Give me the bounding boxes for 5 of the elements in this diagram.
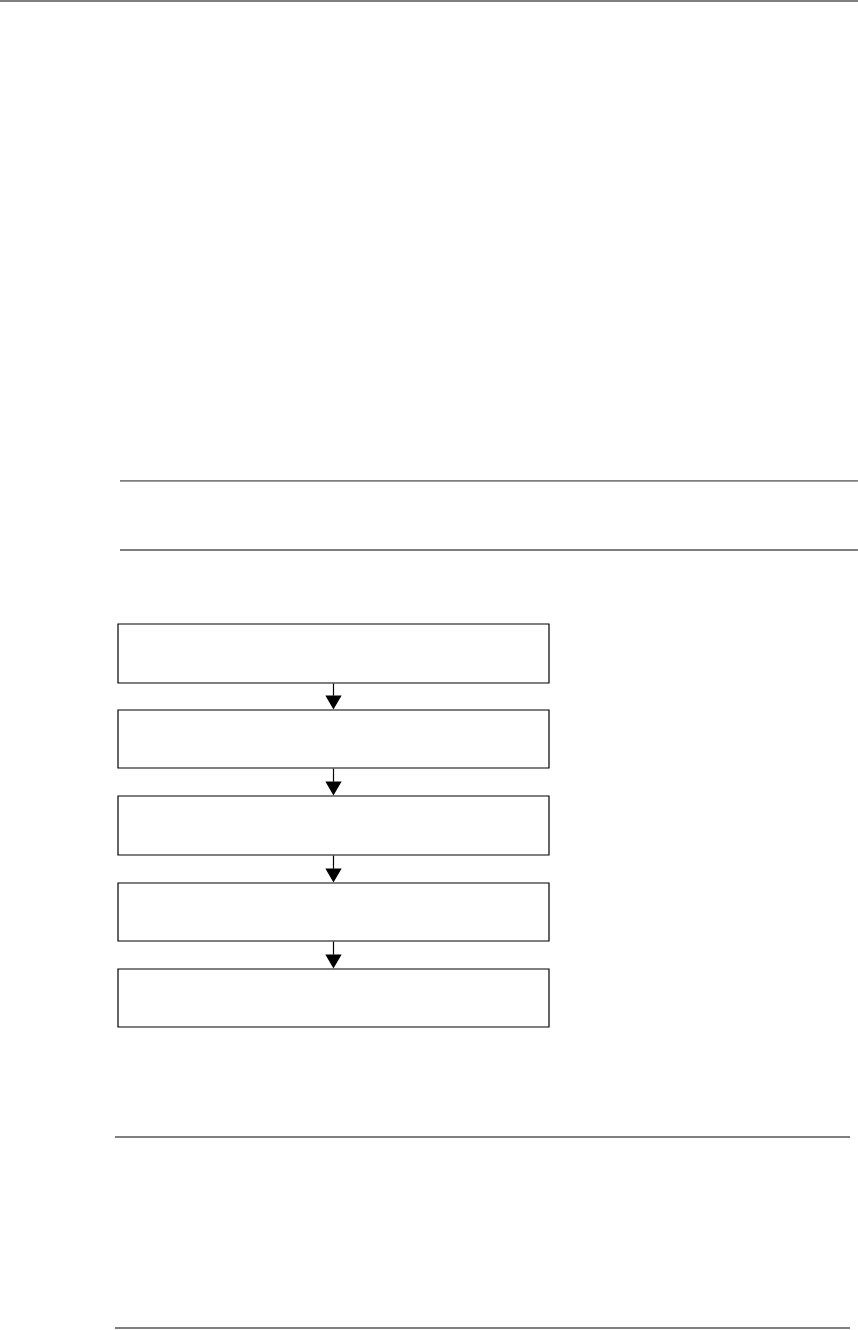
process-box [117, 795, 550, 856]
process-box [117, 968, 550, 1028]
process-box [117, 623, 550, 684]
process-box [117, 709, 550, 769]
process-box [117, 882, 550, 942]
